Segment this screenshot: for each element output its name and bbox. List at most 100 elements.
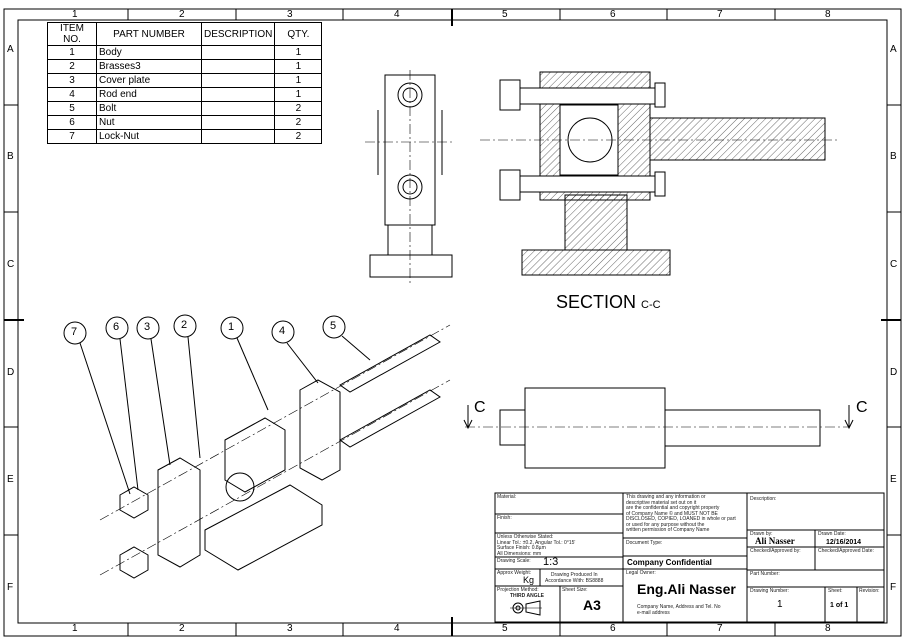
- tolerance-line: Linear Tol.: ±0.2, Angular Tol.: 0°15': [497, 539, 576, 546]
- company-confidential: Company Confidential: [627, 558, 712, 567]
- copyright-line: of Company Name © and MUST NOT BE: [626, 510, 718, 517]
- zone-row-f-right: F: [890, 582, 897, 593]
- copyright-notice: This drawing and any information or desc…: [626, 494, 736, 534]
- balloon-1: 1: [228, 321, 235, 333]
- finish-label: Finish:: [497, 515, 512, 521]
- zone-col-7-bottom: 7: [717, 623, 723, 634]
- bom-header-row: ITEM NO. PART NUMBER DESCRIPTION QTY.: [47, 22, 323, 46]
- bom-description: [200, 73, 276, 88]
- section-sub: C-C: [641, 299, 661, 311]
- copyright-line: descriptive material set out on it: [626, 499, 697, 506]
- bom-part: Body: [96, 45, 202, 60]
- balloon-4: 4: [279, 325, 286, 337]
- owner-contact: Company Name, Address and Tel. No e-mail…: [637, 604, 721, 616]
- drawn-by-label: Drawn by:: [750, 531, 773, 537]
- weight-label: Approx Weight:: [497, 570, 532, 576]
- projection-label: Projection Method:: [497, 587, 539, 593]
- section-label: SECTION C-C: [556, 293, 661, 311]
- revision-label: Revision:: [859, 588, 880, 594]
- zone-col-2-top: 2: [179, 9, 185, 20]
- drawn-date: 12/16/2014: [826, 539, 862, 546]
- zone-col-3-bottom: 3: [287, 623, 293, 634]
- zone-col-7-top: 7: [717, 9, 723, 20]
- scale-label: Drawing Scale:: [497, 558, 531, 564]
- bom-qty: 1: [274, 45, 323, 60]
- zone-row-e-left: E: [7, 474, 14, 485]
- sheet-label: Sheet:: [828, 588, 843, 594]
- zone-col-8-bottom: 8: [825, 623, 831, 634]
- bom-description: [200, 101, 276, 116]
- bom-part: Rod end: [96, 87, 202, 102]
- section-title: SECTION: [556, 292, 637, 312]
- drawn-by: Ali Nasser: [755, 536, 795, 546]
- part-number-label: Part Number:: [750, 571, 780, 577]
- sheet-size-label: Sheet Size:: [562, 587, 588, 593]
- bom-item: 3: [47, 73, 97, 88]
- document-type-label: Document Type:: [626, 540, 663, 546]
- bom-item: 6: [47, 115, 97, 130]
- copyright-line: written permission of Company Name: [626, 527, 710, 533]
- bom-qty: 1: [274, 73, 323, 88]
- bom-qty: 1: [274, 59, 323, 74]
- zone-row-b-left: B: [7, 151, 14, 162]
- title-block-lines: [494, 492, 885, 623]
- contact-line: e-mail address: [637, 610, 670, 616]
- copyright-line: are the confidential and copyright prope…: [626, 505, 720, 511]
- sheet-size-value: A3: [583, 597, 601, 613]
- bom-part: Nut: [96, 115, 202, 130]
- weight-unit: Kg: [523, 575, 535, 585]
- checked-date-label: Checked/Approved Date:: [818, 548, 874, 554]
- tolerance-line: Surface Finish: 0.8µm: [497, 545, 546, 551]
- bom-description: [200, 115, 276, 130]
- bom-item: 4: [47, 87, 97, 102]
- bom-part: Cover plate: [96, 73, 202, 88]
- checked-by-label: Checked/Approved by:: [750, 548, 801, 554]
- zone-col-3-top: 3: [287, 9, 293, 20]
- bom-part: Bolt: [96, 101, 202, 116]
- zone-row-f-left: F: [7, 582, 14, 593]
- zone-col-6-top: 6: [610, 9, 616, 20]
- bom-part: Lock-Nut: [96, 129, 202, 144]
- legal-owner: Eng.Ali Nasser: [637, 581, 736, 597]
- zone-col-4-top: 4: [394, 9, 400, 20]
- bom-item: 2: [47, 59, 97, 74]
- zone-row-d-left: D: [7, 367, 15, 378]
- side-view: [365, 70, 455, 285]
- bom-description: [200, 59, 276, 74]
- tolerance-notes: Unless Otherwise Stated: Linear Tol.: ±0…: [497, 534, 576, 557]
- bom-item: 1: [47, 45, 97, 60]
- balloon-6: 6: [113, 321, 120, 333]
- copyright-line: or used for any purpose without the: [626, 521, 705, 528]
- material-label: Material:: [497, 494, 517, 500]
- bom-qty: 2: [274, 101, 323, 116]
- zone-col-1-top: 1: [72, 9, 78, 20]
- zone-col-4-bottom: 4: [394, 623, 400, 634]
- section-view: [480, 71, 840, 276]
- drawing-number: 1: [777, 599, 783, 610]
- bom-item: 7: [47, 129, 97, 144]
- zone-row-a-left: A: [7, 44, 14, 55]
- standard-note: Drawing Produced In Accordance With: BS8…: [545, 572, 603, 584]
- balloons: [63, 314, 371, 495]
- bom-header-part: PART NUMBER: [96, 22, 202, 46]
- zone-col-1-bottom: 1: [72, 623, 78, 634]
- cut-label-left: C: [474, 399, 486, 416]
- tolerance-line: All Dimensions: mm: [497, 550, 542, 557]
- zone-row-c-right: C: [890, 259, 898, 270]
- bom-description: [200, 87, 276, 102]
- bom-qty: 2: [274, 115, 323, 130]
- zone-row-c-left: C: [7, 259, 15, 270]
- drawn-date-label: Drawn Date:: [818, 531, 846, 537]
- bom-header-description: DESCRIPTION: [200, 22, 276, 46]
- bottom-view: [463, 387, 854, 469]
- exploded-isometric-view: [99, 324, 451, 579]
- balloon-3: 3: [144, 321, 151, 333]
- balloon-5: 5: [330, 320, 337, 332]
